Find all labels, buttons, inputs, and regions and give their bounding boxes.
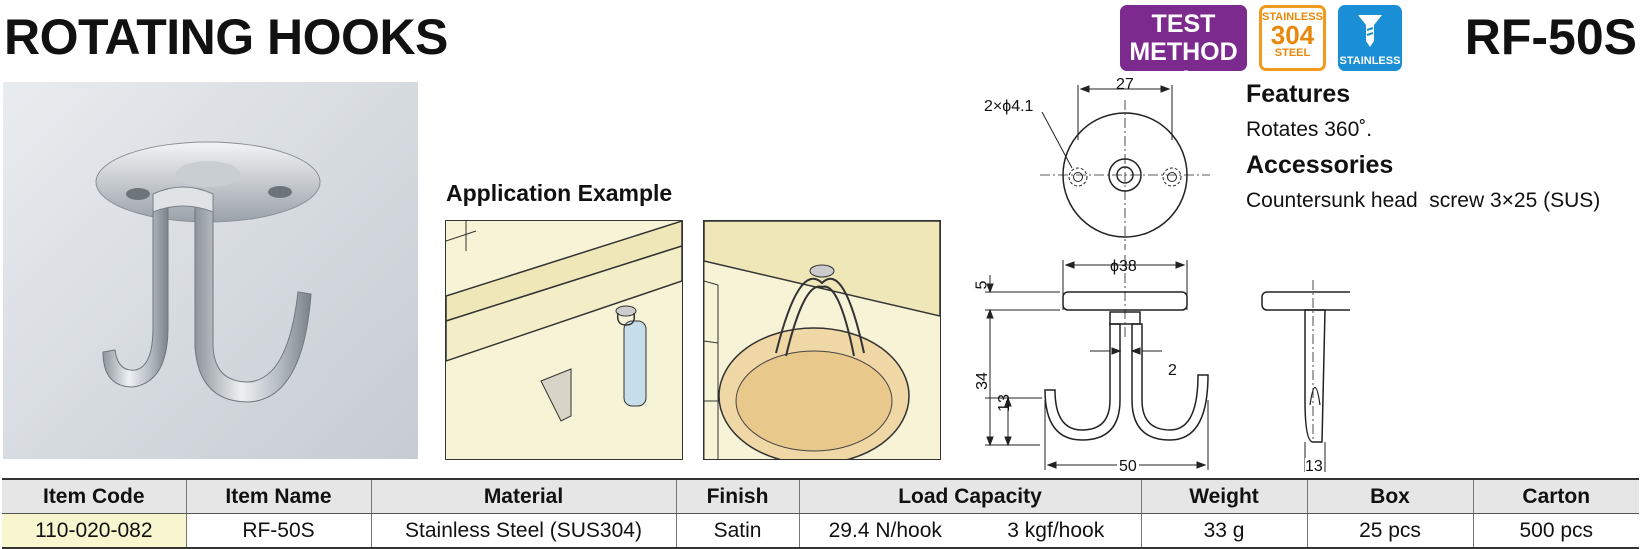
- test-method-badge: TEST METHOD 4: [1120, 5, 1247, 94]
- accessories-text: Countersunk head screw 3×25 (SUS): [1246, 189, 1601, 212]
- front-view-right-hook: [1131, 323, 1209, 441]
- dim-hook: 13: [995, 394, 1013, 412]
- cell-item-code: 110-020-082: [2, 513, 186, 549]
- table-header-row: Item Code Item Name Material Finish Load…: [2, 478, 1639, 514]
- model-number: RF-50S: [1464, 9, 1637, 65]
- stainless-badge-label: STAINLESS: [1339, 55, 1401, 67]
- cell-item-name: RF-50S: [185, 513, 371, 549]
- steel-badge-number: 304: [1270, 20, 1315, 50]
- header-weight: Weight: [1140, 478, 1307, 514]
- features-heading: Features: [1246, 80, 1351, 108]
- stainless-badge: STAINLESS: [1338, 5, 1402, 71]
- cell-weight: 33 g: [1140, 513, 1307, 549]
- dimension-drawing: [985, 85, 1350, 472]
- dim-width-top: 27: [1116, 76, 1134, 93]
- cell-box: 25 pcs: [1306, 513, 1473, 549]
- dim-width-bottom: 50: [1117, 458, 1139, 476]
- test-badge-line2: METHOD 4: [1129, 38, 1238, 94]
- cell-load-newton: 29.4 N/hook: [798, 513, 971, 549]
- front-view-left-hook: [1044, 323, 1121, 441]
- dim-diameter: ϕ38: [1110, 258, 1137, 275]
- page-title: ROTATING HOOKS: [4, 9, 448, 65]
- header-load-capacity: Load Capacity: [798, 478, 1141, 514]
- stainless-304-badge: STAINLESS 304 STEEL: [1259, 5, 1326, 71]
- side-view-base: [1261, 291, 1350, 311]
- side-view-hook: [1304, 309, 1326, 443]
- product-photo: [3, 82, 418, 459]
- dim-plate: 5: [973, 280, 991, 290]
- cell-carton: 500 pcs: [1472, 513, 1639, 549]
- cell-load-kgf: 3 kgf/hook: [971, 513, 1141, 549]
- dim-side: 13: [1305, 458, 1323, 476]
- header-item-name: Item Name: [185, 478, 371, 514]
- header-box: Box: [1306, 478, 1473, 514]
- dim-holes: 2×ϕ4.1: [984, 98, 1034, 115]
- application-example-heading: Application Example: [446, 180, 673, 206]
- header-carton: Carton: [1472, 478, 1639, 514]
- screw-icon: [1358, 15, 1382, 47]
- dim-thickness: 2: [1168, 362, 1177, 379]
- steel-badge-bottom: STEEL: [1274, 47, 1311, 59]
- accessories-heading: Accessories: [1246, 151, 1394, 179]
- features-text: Rotates 360˚.: [1246, 118, 1373, 141]
- test-badge-line1: TEST: [1151, 10, 1216, 38]
- header-material: Material: [370, 478, 676, 514]
- header-item-code: Item Code: [2, 478, 186, 514]
- table-row: 110-020-082 RF-50S Stainless Steel (SUS3…: [2, 513, 1639, 549]
- spec-table: Item Code Item Name Material Finish Load…: [2, 478, 1639, 549]
- cell-material: Stainless Steel (SUS304): [370, 513, 676, 549]
- cell-finish: Satin: [675, 513, 799, 549]
- steel-badge-top: STAINLESS: [1262, 11, 1323, 23]
- application-example-bag-image: [703, 220, 941, 460]
- header-finish: Finish: [675, 478, 799, 514]
- application-example-cabinet-image: [445, 220, 683, 460]
- dim-height: 34: [973, 372, 991, 390]
